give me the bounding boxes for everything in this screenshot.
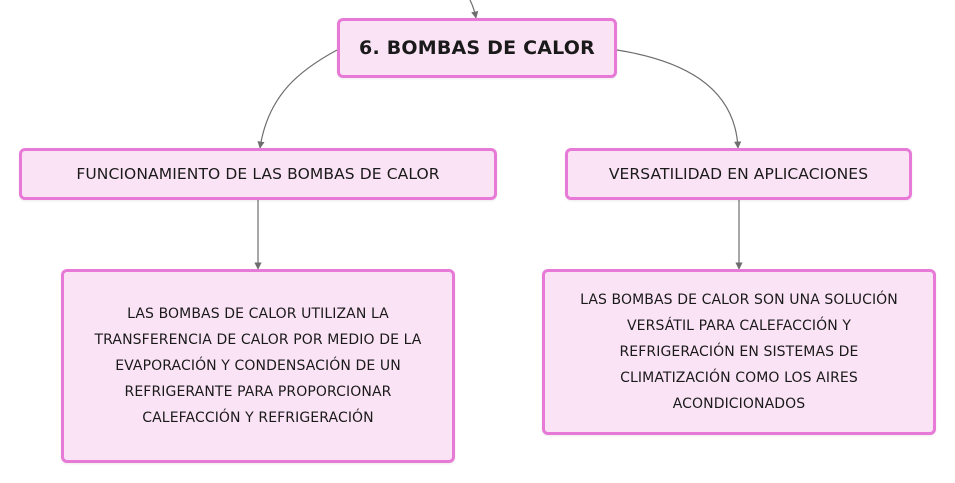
leaf-node-text: LAS BOMBAS DE CALOR SON UNA SOLUCIÓN VER… [580,292,898,412]
root-node-label: 6. BOMBAS DE CALOR [359,37,595,59]
connector-root-to-left-branch [257,49,338,149]
branch-node-label: FUNCIONAMIENTO DE LAS BOMBAS DE CALOR [76,165,440,183]
root-node[interactable]: 6. BOMBAS DE CALOR [337,18,617,78]
leaf-node-text: LAS BOMBAS DE CALOR UTILIZAN LA TRANSFER… [94,306,422,426]
connector-parent-to-root [469,0,479,19]
branch-node-versatilidad[interactable]: VERSATILIDAD EN APLICACIONES [565,148,912,200]
leaf-node-versatilidad-detail[interactable]: LAS BOMBAS DE CALOR SON UNA SOLUCIÓN VER… [542,269,936,435]
leaf-node-funcionamiento-detail[interactable]: LAS BOMBAS DE CALOR UTILIZAN LA TRANSFER… [61,269,455,463]
branch-node-funcionamiento[interactable]: FUNCIONAMIENTO DE LAS BOMBAS DE CALOR [19,148,497,200]
branch-node-label: VERSATILIDAD EN APLICACIONES [608,165,869,183]
connector-root-to-right-branch [616,49,742,149]
